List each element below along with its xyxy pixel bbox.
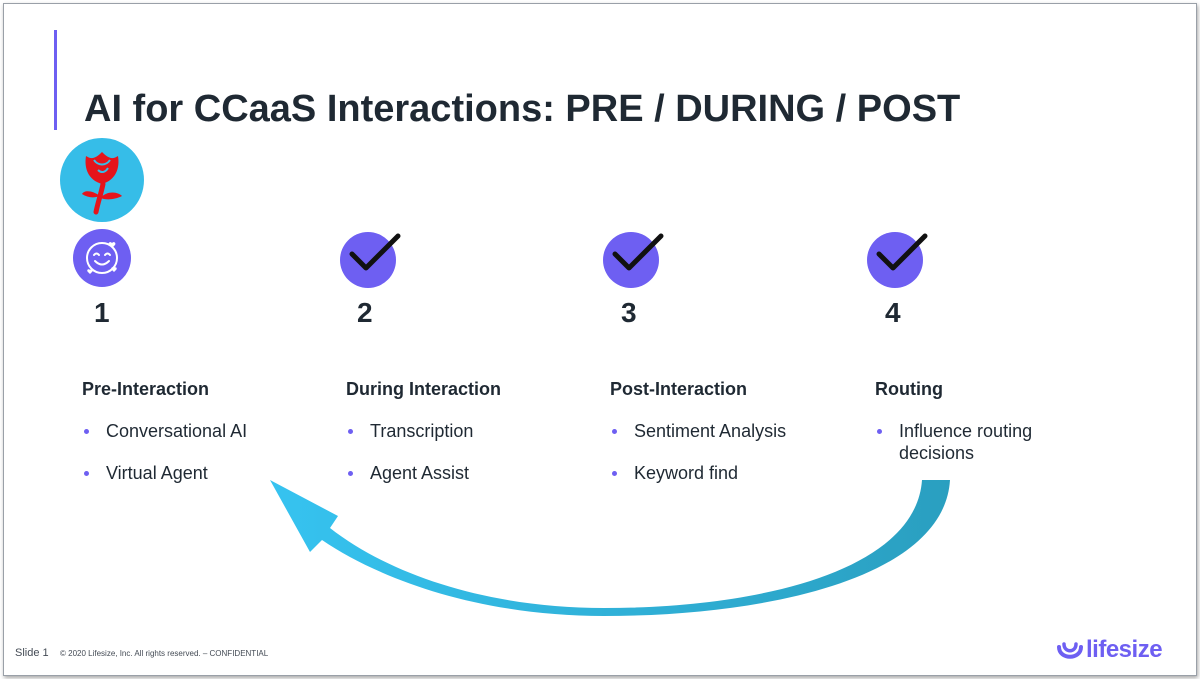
checkmark-icon xyxy=(601,228,664,288)
column-heading-routing: Routing xyxy=(875,379,943,399)
rose-badge xyxy=(60,138,144,222)
list-item: Virtual Agent xyxy=(82,462,282,484)
list-item: Influence routing decisions xyxy=(875,420,1065,464)
slide-number: Slide 1 xyxy=(15,647,49,659)
step-number-1: 1 xyxy=(94,297,110,328)
title-accent-bar xyxy=(54,30,57,130)
list-item: Conversational AI xyxy=(82,420,282,442)
list-item: Sentiment Analysis xyxy=(610,420,810,442)
bullet-list-during-interaction: Transcription Agent Assist xyxy=(346,420,546,504)
slide: AI for CCaaS Interactions: PRE / DURING … xyxy=(3,3,1197,676)
list-item: Keyword find xyxy=(610,462,810,484)
list-item: Agent Assist xyxy=(346,462,546,484)
column-heading-during-interaction: During Interaction xyxy=(346,379,502,399)
lifesize-logo-icon xyxy=(1057,642,1083,659)
copyright-notice: © 2020 Lifesize, Inc. All rights reserve… xyxy=(60,649,269,658)
logo-text: lifesize xyxy=(1086,636,1163,663)
bullet-list-pre-interaction: Conversational AI Virtual Agent xyxy=(82,420,282,504)
column-heading-post-interaction: Post-Interaction xyxy=(610,379,748,399)
step-number-4: 4 xyxy=(885,297,901,328)
step-number-2: 2 xyxy=(357,297,373,328)
rose-icon xyxy=(82,152,122,215)
checkmark-icon xyxy=(338,228,401,288)
smiley-hearts-icon xyxy=(72,228,132,288)
bullet-list-routing: Influence routing decisions xyxy=(875,420,1065,484)
checkmark-icon xyxy=(865,228,928,288)
slide-title: AI for CCaaS Interactions: PRE / DURING … xyxy=(84,88,961,130)
curved-arrow-icon xyxy=(270,480,950,616)
list-item: Transcription xyxy=(346,420,546,442)
column-heading-pre-interaction: Pre-Interaction xyxy=(82,379,210,399)
step-number-3: 3 xyxy=(621,297,637,328)
bullet-list-post-interaction: Sentiment Analysis Keyword find xyxy=(610,420,810,504)
